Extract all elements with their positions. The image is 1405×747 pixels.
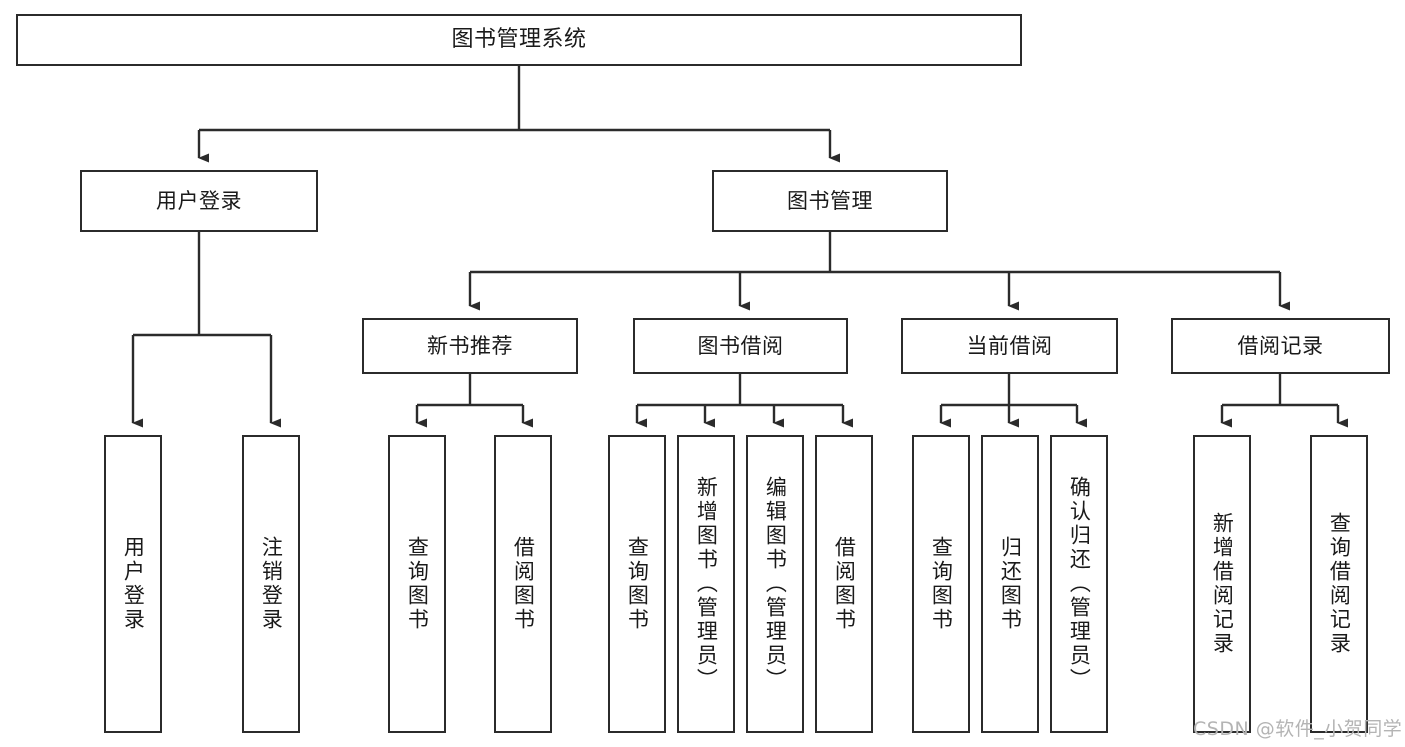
node-user-login[interactable]: 用户登录 <box>80 170 318 232</box>
node-book-borrow[interactable]: 图书借阅 <box>633 318 848 374</box>
leaf-borrow-record-add-record[interactable]: 新增借阅记录 <box>1193 435 1251 733</box>
csdn-watermark: CSDN @软件_小贺同学 <box>1193 718 1403 740</box>
leaf-current-borrow-confirm-return-admin[interactable]: 确认归还（管理员） <box>1050 435 1108 733</box>
node-current-borrow[interactable]: 当前借阅 <box>901 318 1118 374</box>
leaf-book-borrow-add-book-admin[interactable]: 新增图书（管理员） <box>677 435 735 733</box>
node-root-book-management-system[interactable]: 图书管理系统 <box>16 14 1022 66</box>
leaf-borrow-record-query-record[interactable]: 查询借阅记录 <box>1310 435 1368 733</box>
leaf-new-book-query-book[interactable]: 查询图书 <box>388 435 446 733</box>
leaf-current-borrow-query-book[interactable]: 查询图书 <box>912 435 970 733</box>
leaf-new-book-borrow-book[interactable]: 借阅图书 <box>494 435 552 733</box>
node-new-book-recommend[interactable]: 新书推荐 <box>362 318 578 374</box>
node-borrow-record[interactable]: 借阅记录 <box>1171 318 1390 374</box>
leaf-book-borrow-borrow-book[interactable]: 借阅图书 <box>815 435 873 733</box>
leaf-book-borrow-query-book[interactable]: 查询图书 <box>608 435 666 733</box>
leaf-book-borrow-edit-book-admin[interactable]: 编辑图书（管理员） <box>746 435 804 733</box>
leaf-user-login-logout[interactable]: 注销登录 <box>242 435 300 733</box>
leaf-user-login-login[interactable]: 用户登录 <box>104 435 162 733</box>
node-book-management[interactable]: 图书管理 <box>712 170 948 232</box>
leaf-current-borrow-return-book[interactable]: 归还图书 <box>981 435 1039 733</box>
